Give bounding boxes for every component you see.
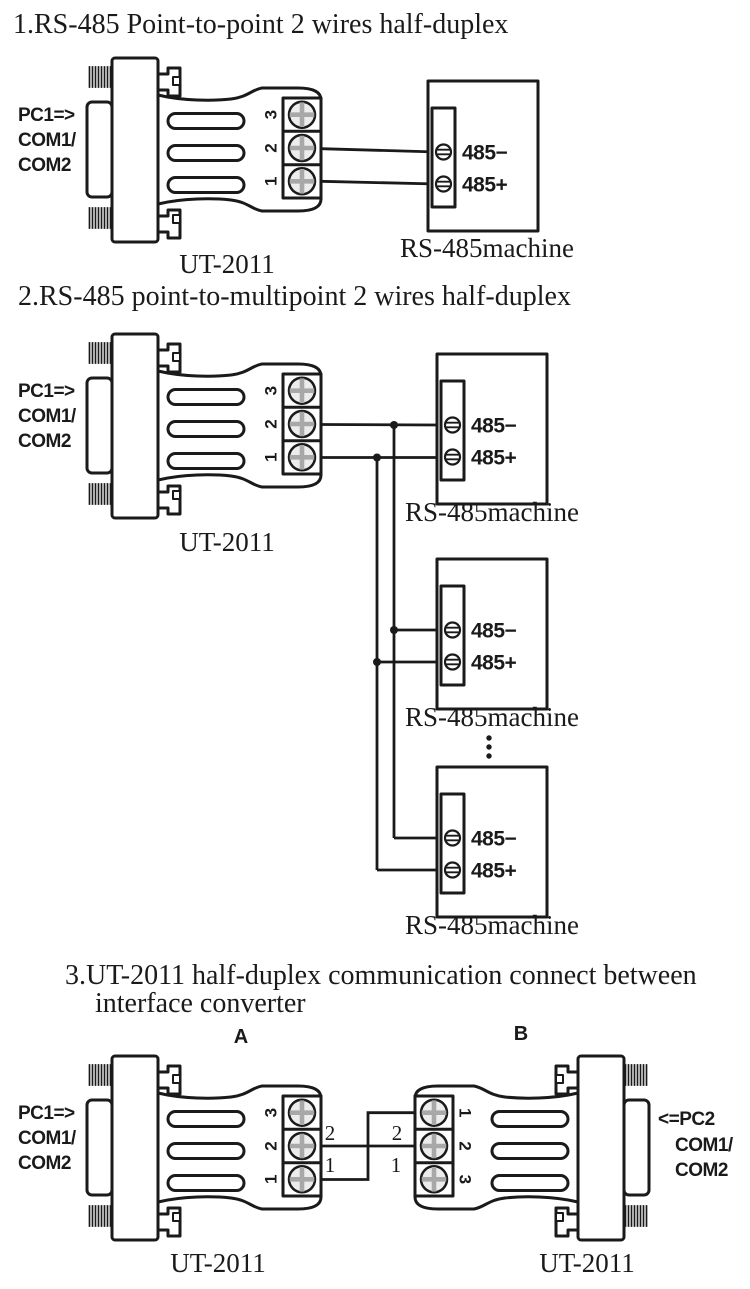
pc1-label: PC1=> COM1/ COM2 xyxy=(18,105,77,176)
pc2-line: COM1/ xyxy=(675,1135,734,1156)
terminal-485-neg-label: 485− xyxy=(471,415,517,438)
terminal-number: 1 xyxy=(456,1108,475,1117)
converter-b-label: B xyxy=(514,1023,528,1045)
pc1-line: COM1/ xyxy=(18,1128,77,1149)
diagram-2-point-to-multipoint: 2.RS-485 point-to-multipoint 2 wires hal… xyxy=(18,281,579,940)
terminal-number: 1 xyxy=(262,453,281,462)
diagram-3-converter-to-converter: 3.UT-2011 half-duplex communication conn… xyxy=(18,960,734,1278)
terminal-number: 3 xyxy=(262,110,281,119)
terminal-number: 3 xyxy=(456,1175,475,1184)
terminal-number: 2 xyxy=(262,143,281,152)
pc2-line: COM2 xyxy=(675,1160,728,1181)
junction-dot xyxy=(373,658,381,666)
section-2-title: 2.RS-485 point-to-multipoint 2 wires hal… xyxy=(18,281,571,312)
machine-caption: RS-485machine xyxy=(405,497,579,527)
terminal-485-pos-label: 485+ xyxy=(462,174,508,197)
pc1-label: PC1=> COM1/ COM2 xyxy=(18,1103,77,1174)
wire-number: 1 xyxy=(325,1153,336,1177)
terminal-number: 3 xyxy=(262,1108,281,1117)
pc1-line: PC1=> xyxy=(18,1103,75,1124)
terminal-485-neg-label: 485− xyxy=(471,620,517,643)
junction-dot xyxy=(390,421,398,429)
machine-caption: RS-485machine xyxy=(400,233,574,263)
section-3-title-line1: 3.UT-2011 half-duplex communication conn… xyxy=(65,960,697,991)
terminal-number: 2 xyxy=(262,1141,281,1150)
converter-caption: UT-2011 xyxy=(539,1248,635,1278)
pc2-line: <=PC2 xyxy=(658,1109,715,1130)
converter-caption: UT-2011 xyxy=(170,1248,266,1278)
junction-dot xyxy=(373,453,381,462)
wire-a1-b1 xyxy=(321,1111,415,1181)
converter-a-label: A xyxy=(234,1026,248,1048)
section-3-title-line2: interface converter xyxy=(95,988,306,1019)
pc1-line: COM1/ xyxy=(18,130,77,151)
converter-caption: UT-2011 xyxy=(179,527,275,557)
terminal-number: 1 xyxy=(262,1175,281,1184)
pc1-label: PC1=> COM1/ COM2 xyxy=(18,381,77,452)
terminal-485-neg-label: 485− xyxy=(471,828,517,851)
section-1-title: 1.RS-485 Point-to-point 2 wires half-dup… xyxy=(13,9,508,40)
wire-485-pos xyxy=(320,179,438,186)
diagram-1-point-to-point: 1.RS-485 Point-to-point 2 wires half-dup… xyxy=(13,9,574,279)
terminal-485-neg-label: 485− xyxy=(462,142,508,165)
terminal-485-pos-label: 485+ xyxy=(471,652,517,675)
machine-caption: RS-485machine xyxy=(405,910,579,940)
terminal-485-pos-label: 485+ xyxy=(471,447,517,470)
wire-485-neg xyxy=(320,147,438,154)
pc1-line: COM1/ xyxy=(18,406,77,427)
terminal-485-pos-label: 485+ xyxy=(471,860,517,883)
pc1-line: COM2 xyxy=(18,431,71,452)
pc2-label: <=PC2 COM1/ COM2 xyxy=(658,1109,734,1181)
machine-caption: RS-485machine xyxy=(405,702,579,732)
ellipsis-icon xyxy=(486,735,492,759)
pc1-line: COM2 xyxy=(18,155,71,176)
pc1-line: PC1=> xyxy=(18,105,75,126)
wire-number: 2 xyxy=(392,1121,403,1145)
converter-caption: UT-2011 xyxy=(179,249,275,279)
junction-dot xyxy=(390,626,398,634)
terminal-number: 2 xyxy=(262,419,281,428)
terminal-number: 1 xyxy=(262,177,281,186)
pc1-line: COM2 xyxy=(18,1153,71,1174)
terminal-number: 2 xyxy=(456,1141,475,1150)
bus-wiring xyxy=(320,421,438,872)
wire-485-neg xyxy=(320,423,438,427)
wire-number: 1 xyxy=(391,1153,402,1177)
terminal-number: 3 xyxy=(262,386,281,395)
crossover-wiring xyxy=(321,1111,415,1181)
pc1-line: PC1=> xyxy=(18,381,75,402)
wire-number: 2 xyxy=(325,1121,336,1145)
